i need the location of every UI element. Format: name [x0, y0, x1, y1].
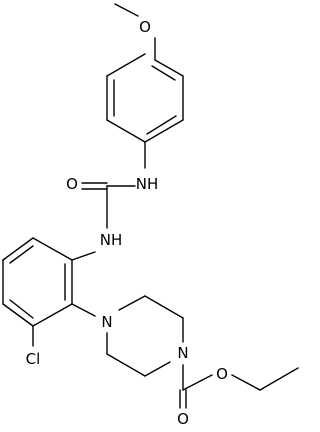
bonds — [2, 3, 299, 409]
bond — [114, 3, 139, 17]
bond — [71, 251, 96, 261]
bond — [32, 303, 73, 327]
urea-oxygen-label: O — [66, 175, 78, 193]
bond — [259, 367, 299, 391]
bond — [2, 303, 34, 327]
bond — [144, 119, 184, 143]
carbonyl-oxygen-label: O — [177, 410, 189, 428]
bond — [106, 119, 146, 143]
bond — [144, 361, 171, 377]
piperazine-n-top-label: N — [101, 313, 112, 331]
bond — [182, 374, 213, 391]
upper-nh-label: NH — [136, 175, 159, 193]
bond — [231, 374, 261, 391]
bond — [106, 53, 146, 77]
bond — [106, 353, 146, 377]
bond — [151, 65, 176, 81]
bond — [71, 303, 96, 317]
chlorine-label: Cl — [26, 350, 41, 368]
methoxy-oxygen-label: O — [139, 18, 151, 36]
lower-nh-label: NH — [100, 231, 123, 249]
bond — [118, 295, 146, 311]
atom-labels: O NH O NH N N Cl O O — [26, 18, 228, 428]
bond — [32, 237, 73, 261]
bond — [2, 237, 34, 261]
bond — [9, 299, 34, 319]
bond — [146, 115, 177, 135]
ester-oxygen-label: O — [216, 365, 228, 383]
piperazine-n-bottom-label: N — [177, 344, 188, 362]
bond — [144, 295, 184, 319]
bond — [154, 59, 184, 77]
bond — [9, 245, 34, 264]
